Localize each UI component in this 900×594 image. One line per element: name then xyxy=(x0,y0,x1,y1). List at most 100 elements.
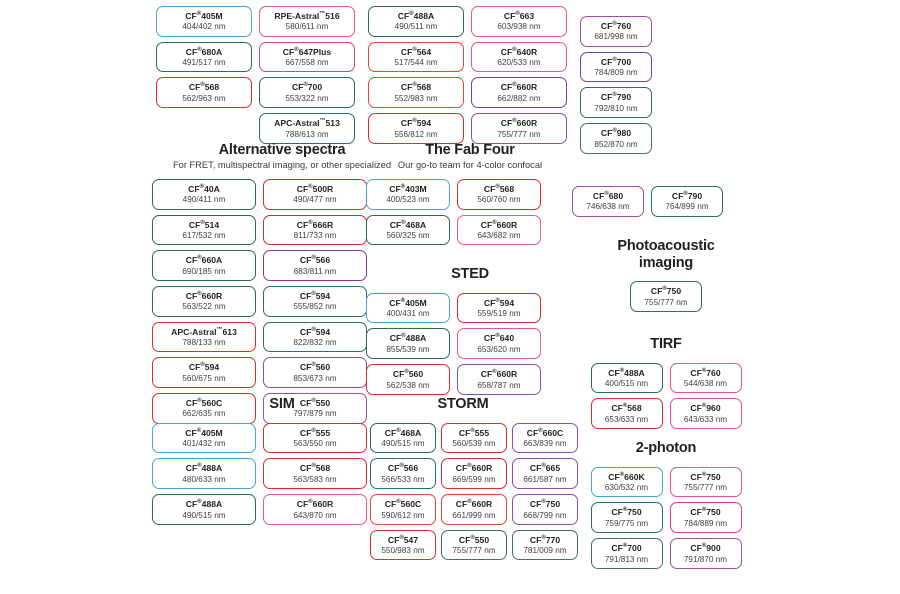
dye-name: CF®488A xyxy=(608,367,645,378)
trademark-symbol: ® xyxy=(199,183,205,190)
dye-name: CF®647Plus xyxy=(282,46,332,57)
trademark-symbol: ™ xyxy=(319,118,326,125)
group-fab-four: The Fab Four Our go-to team for 4-color … xyxy=(366,142,574,246)
trademark-symbol: ® xyxy=(197,397,202,404)
dye-wavelengths: 400/515 nm xyxy=(604,379,649,389)
dye-wavelengths: 661/587 nm xyxy=(523,474,567,484)
trademark-symbol: ® xyxy=(196,427,202,434)
dye-wavelengths: 560/325 nm xyxy=(386,230,430,240)
dye-wavelengths: 661/999 nm xyxy=(452,510,496,520)
trademark-symbol: ® xyxy=(515,11,520,17)
trademark-symbol: ® xyxy=(701,507,707,514)
trademark-symbol: ® xyxy=(492,219,497,226)
dye-wavelengths: 400/523 nm xyxy=(386,195,430,205)
group-title-two-photon: 2-photon xyxy=(635,440,697,456)
group-title-photoacoustic: Photoacoustic imaging xyxy=(617,238,715,271)
dye-name: CF®488A xyxy=(185,463,223,474)
dye-wavelengths: 784/809 nm xyxy=(594,68,638,78)
dye-wavelengths: 552/983 nm xyxy=(394,93,438,103)
dye-name: CF®660R xyxy=(480,219,518,230)
dye-wavelengths: 764/899 nm xyxy=(665,202,709,212)
